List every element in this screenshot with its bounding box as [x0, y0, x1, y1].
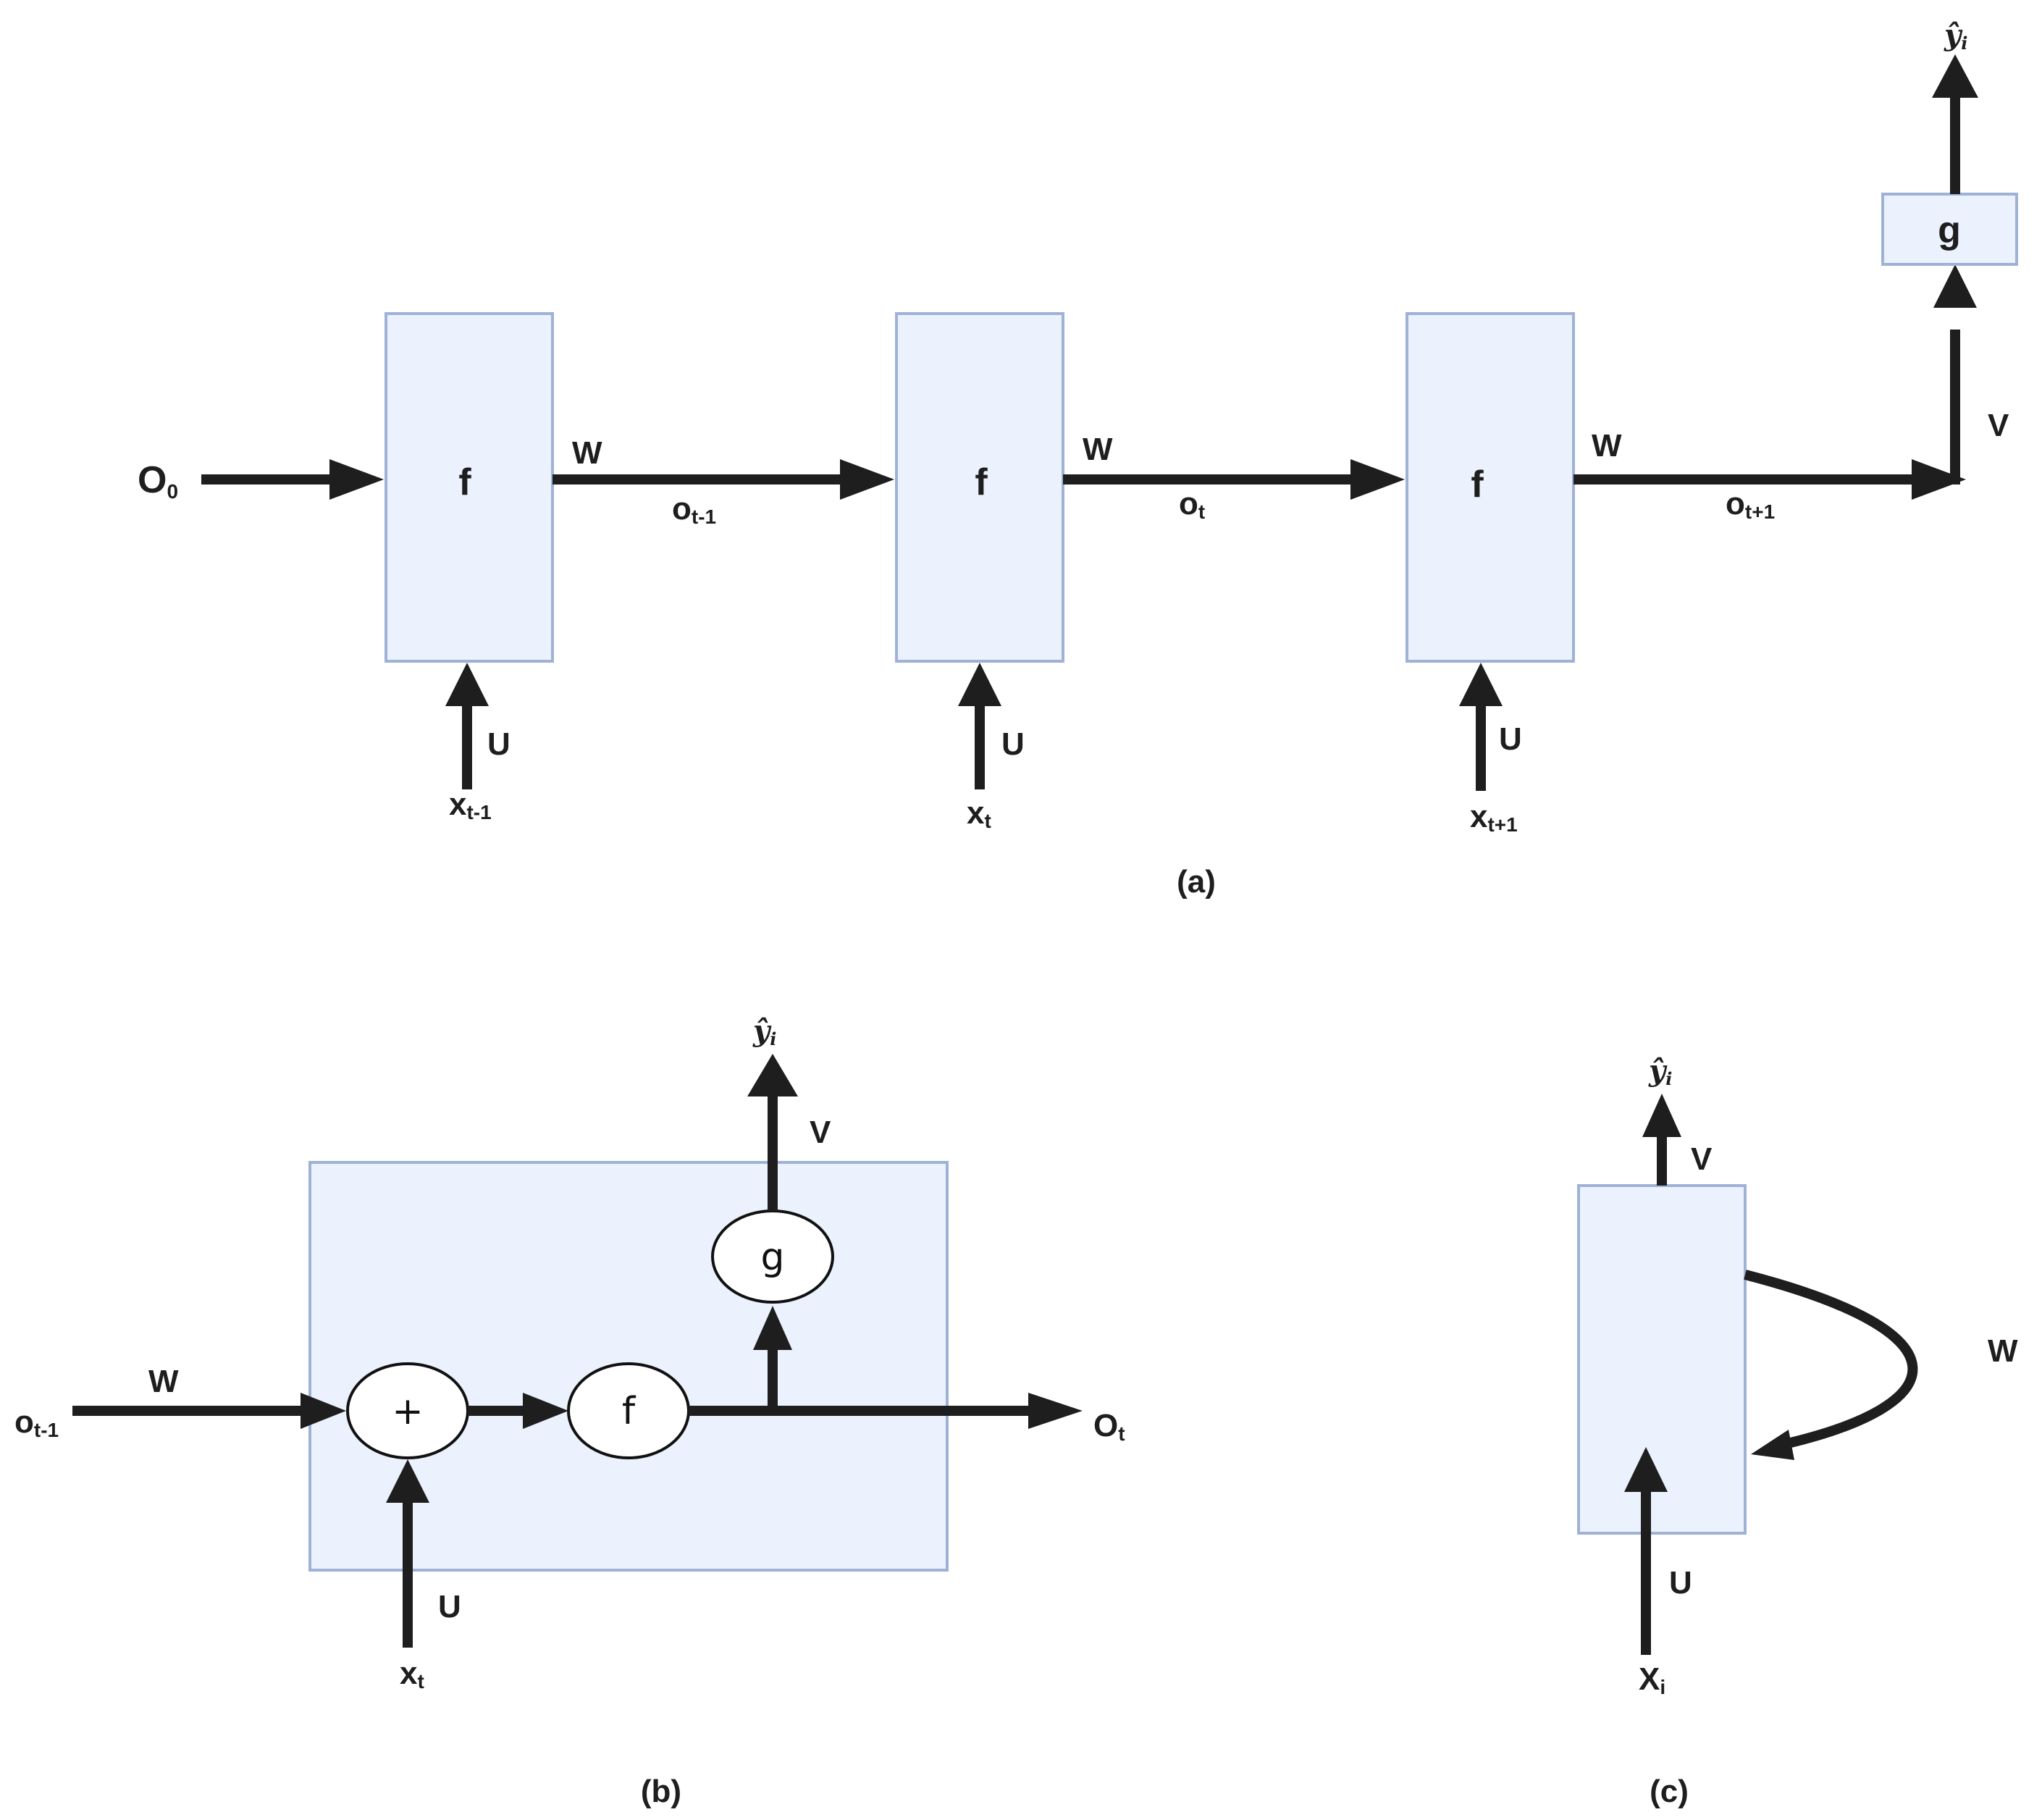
panel-a: O0 f W ot-1 U xt-1 f W ot U xt f W ot+1 …: [138, 18, 2018, 899]
prev-state-label: ot-1: [14, 1404, 59, 1441]
prediction-b-arrowhead: [747, 1054, 798, 1096]
cell-2-output-arrowhead: [1350, 459, 1405, 500]
cell-2-input-arrowhead: [958, 663, 1001, 706]
input-weight-c-label: U: [1669, 1565, 1692, 1601]
output-function-label: g: [1938, 209, 1961, 251]
cell-1-output-arrowhead: [840, 459, 894, 500]
activation-node-label: f: [622, 1390, 636, 1433]
panel-b-caption: (b): [641, 1774, 681, 1809]
cell-3-output-label: ot+1: [1726, 486, 1775, 523]
output-node-label: g: [760, 1236, 784, 1279]
recurrent-weight-c-label: W: [1988, 1333, 2018, 1369]
panel-c: V ŷi W U Xi (c): [1577, 1054, 2018, 1809]
input-b-arrowhead: [386, 1459, 429, 1503]
prediction-c-arrowhead: [1642, 1094, 1681, 1137]
cell-2-box: [895, 312, 1064, 663]
cell-2-output-label: ot: [1179, 486, 1205, 523]
cell-c-box: [1577, 1184, 1747, 1535]
initial-state-arrowhead: [329, 459, 384, 500]
initial-state-label: O0: [138, 459, 178, 503]
cell-1-output-label: ot-1: [672, 491, 716, 528]
prev-state-arrowhead: [301, 1393, 346, 1429]
output-weight-c-label: V: [1691, 1141, 1713, 1177]
panel-a-caption: (a): [1177, 864, 1216, 899]
prediction-c-label: ŷi: [1648, 1054, 1672, 1089]
cell-2-input-label: xt: [967, 795, 991, 832]
cell-1-input-weight: U: [487, 726, 510, 762]
prediction-label: ŷi: [1944, 18, 1967, 54]
cell-1-box: [385, 312, 554, 663]
input-c-arrowhead: [1624, 1447, 1668, 1492]
cell-1-input-arrowhead: [445, 663, 489, 706]
prediction-arrowhead: [1932, 54, 1978, 98]
output-weight-b-label: V: [810, 1115, 831, 1150]
cell-1-recurrent-weight: W: [572, 435, 602, 471]
cell-3-input-weight: U: [1499, 721, 1522, 757]
cell-3-input-arrowhead: [1459, 663, 1503, 706]
output-function-box: [1881, 193, 2018, 266]
sum-to-f-arrowhead: [523, 1393, 568, 1429]
cell-2-recurrent-weight: W: [1083, 432, 1113, 467]
cell-3-output-arrowhead: [1912, 459, 1966, 500]
cell-2-label: f: [975, 461, 988, 503]
recurrent-loop-arrow-shaft: [1744, 1270, 1918, 1450]
input-weight-b-label: U: [438, 1589, 461, 1624]
recurrent-weight-label: W: [148, 1364, 179, 1399]
input-b-label: xt: [400, 1656, 424, 1693]
next-state-arrowhead: [1028, 1393, 1083, 1429]
panel-b: ot-1 W + f Ot g V ŷi U xt (b): [14, 1014, 1125, 1809]
cell-3-box: [1406, 312, 1575, 663]
cell-1-input-label: xt-1: [449, 787, 492, 823]
input-c-label: Xi: [1639, 1661, 1665, 1698]
cell-3-recurrent-weight: W: [1592, 428, 1622, 464]
output-weight-arrowhead: [1933, 264, 1977, 308]
recurrent-loop-arrowhead: [1751, 1430, 1794, 1460]
prediction-b-label: ŷi: [752, 1014, 776, 1049]
sum-node-label: +: [392, 1390, 424, 1433]
cell-3-input-label: xt+1: [1470, 799, 1518, 836]
cell-2-input-weight: U: [1001, 726, 1025, 762]
cell-3-label: f: [1471, 464, 1484, 506]
panel-c-caption: (c): [1650, 1774, 1689, 1809]
next-state-label: Ot: [1093, 1408, 1125, 1445]
cell-1-label: f: [458, 461, 471, 503]
branch-to-g-arrowhead: [753, 1306, 792, 1350]
output-weight-label: V: [1988, 408, 2009, 443]
